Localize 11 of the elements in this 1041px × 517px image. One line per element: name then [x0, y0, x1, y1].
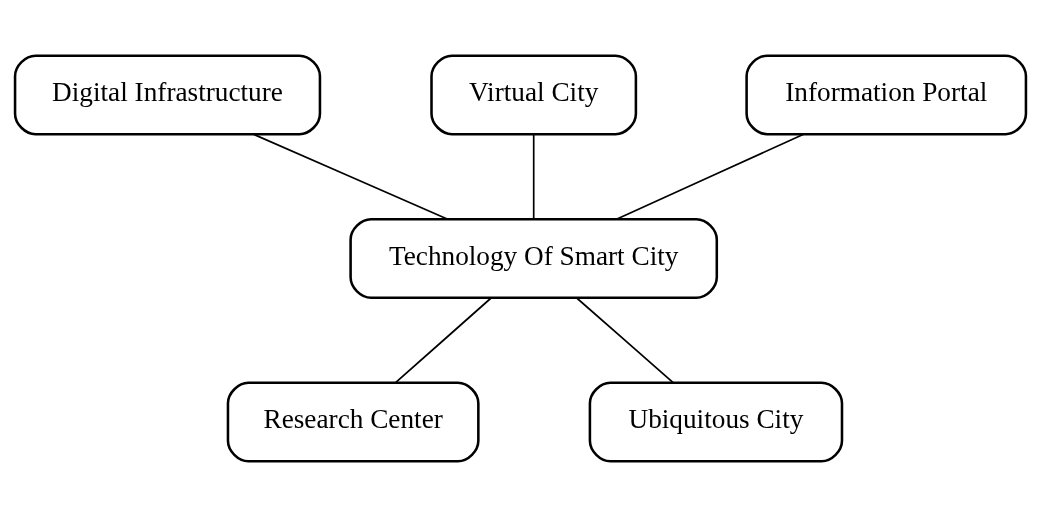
- connector: [615, 133, 805, 221]
- node-box: Research Center: [226, 381, 480, 463]
- node-box: Ubiquitous City: [588, 381, 844, 463]
- node-box: Information Portal: [745, 54, 1028, 136]
- connector: [395, 296, 493, 384]
- connector: [252, 133, 449, 221]
- node-box: Technology Of Smart City: [349, 218, 719, 299]
- node-box: Virtual City: [430, 54, 638, 136]
- node-box: Digital Infrastructure: [13, 54, 322, 136]
- connector: [575, 296, 674, 384]
- connector: [532, 133, 535, 220]
